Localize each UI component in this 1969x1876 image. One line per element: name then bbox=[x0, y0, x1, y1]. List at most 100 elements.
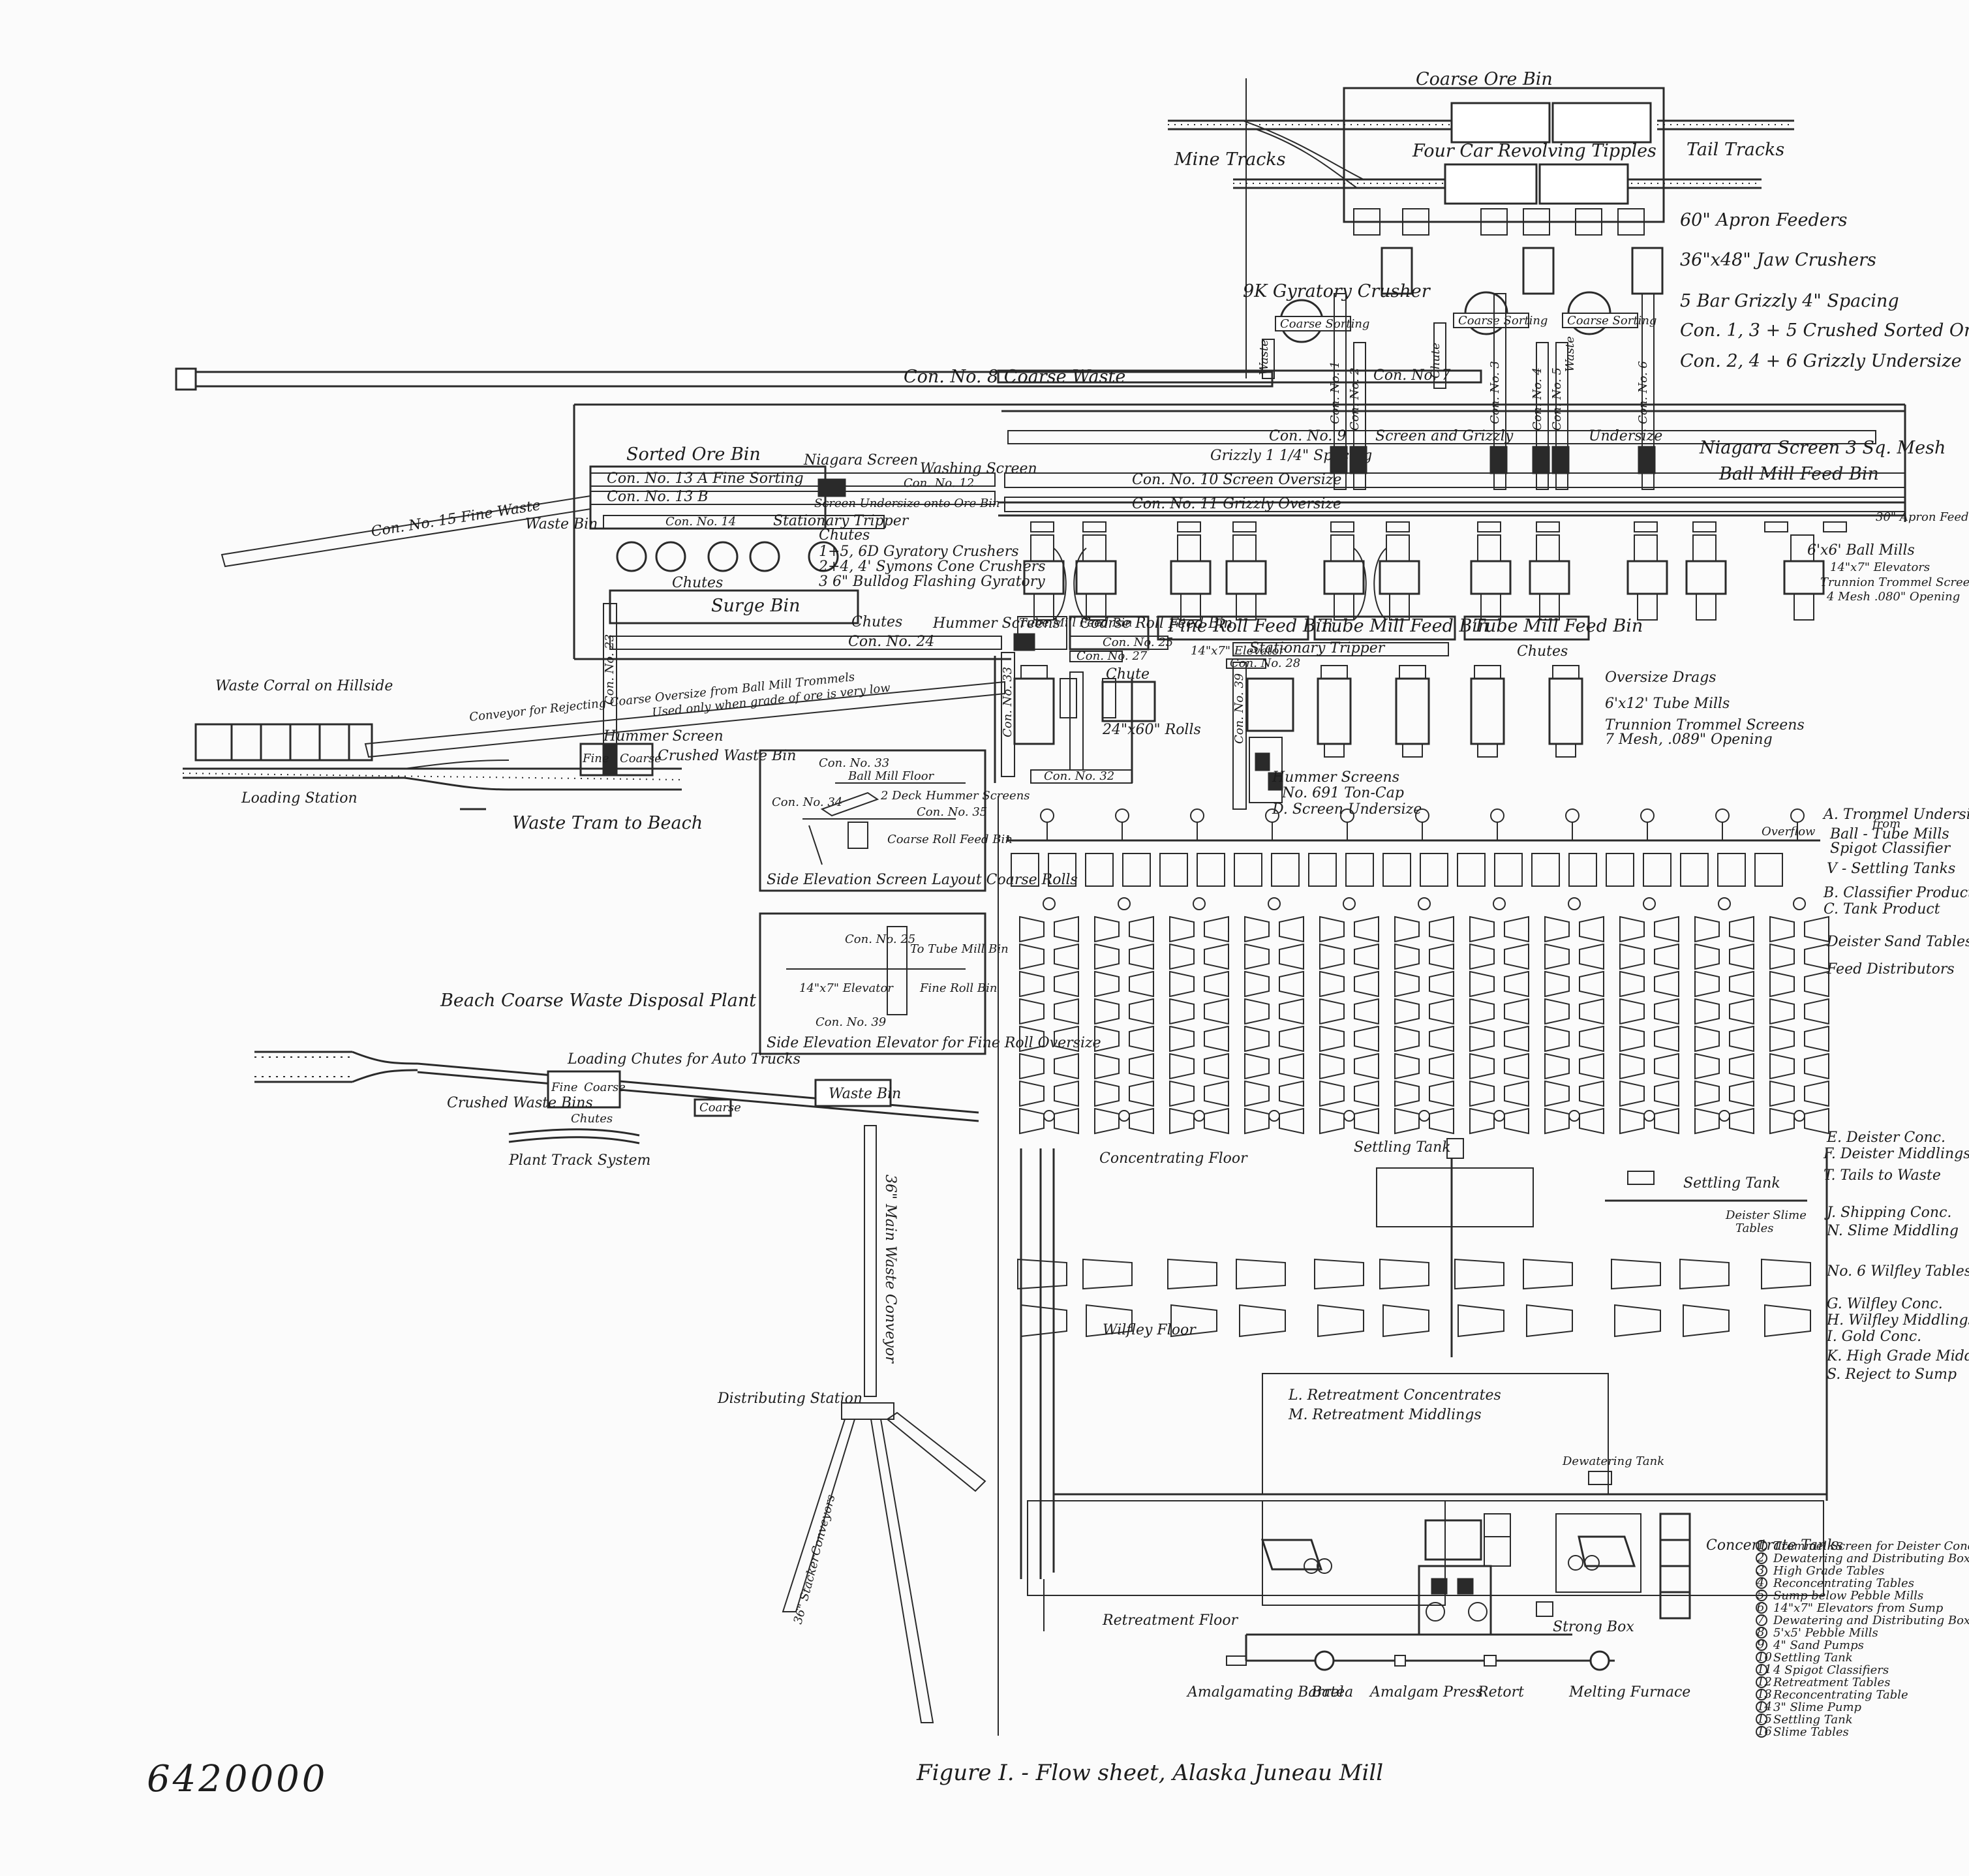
deister-table-left bbox=[1019, 1107, 1045, 1135]
deister-table-right bbox=[1204, 970, 1229, 998]
ball-mills-label: 6'x6' Ball Mills bbox=[1807, 542, 1915, 559]
legend-item: High Grade Tables bbox=[1773, 1564, 1884, 1578]
coarse-roll-feed-bin-label: Coarse Roll Feed Bin bbox=[1080, 615, 1232, 632]
deister-table-left bbox=[1244, 1025, 1270, 1053]
legend-number: 8 bbox=[1757, 1625, 1764, 1639]
legend-number: 2 bbox=[1756, 1551, 1764, 1565]
deister-table-left bbox=[1469, 1025, 1495, 1053]
deister-table-right bbox=[1204, 998, 1229, 1025]
waste-corral-label: Waste Corral on Hillside bbox=[215, 678, 393, 694]
deister-table-left bbox=[1319, 1080, 1345, 1107]
legend-number: 5 bbox=[1757, 1588, 1764, 1602]
crushed-waste-bin bbox=[579, 743, 654, 777]
settling-tank bbox=[1159, 853, 1188, 887]
distributor-marker bbox=[1493, 1110, 1505, 1122]
deister-table-left bbox=[1694, 1080, 1720, 1107]
legend-marker bbox=[1756, 1577, 1767, 1589]
deister-table-right bbox=[1429, 943, 1454, 970]
deister-table-left bbox=[1619, 1080, 1645, 1107]
conveyors-label: Conveyors bbox=[809, 1493, 838, 1557]
rejecting-conveyor bbox=[364, 681, 1005, 758]
archive-stamp: 6420000 bbox=[147, 1758, 328, 1800]
main-conveyor-label: 36" Main Waste Conveyor bbox=[882, 1175, 898, 1364]
settling-tank bbox=[1085, 853, 1114, 887]
ball-mill-pair bbox=[1323, 521, 1420, 621]
deister-table-right bbox=[1504, 1053, 1529, 1080]
legend-marker bbox=[1756, 1614, 1767, 1626]
deister-table-right bbox=[1354, 1080, 1379, 1107]
legend-marker bbox=[1756, 1714, 1767, 1725]
deister-table-left bbox=[1394, 1080, 1420, 1107]
con24-label: Con. No. 24 bbox=[848, 634, 934, 650]
chutes2-label: Chutes bbox=[672, 575, 723, 591]
distributor-marker bbox=[1640, 808, 1655, 823]
con11-label: Con. No. 11 Grizzly Oversize bbox=[1132, 496, 1341, 512]
con7-label: Con. No. 7 bbox=[1373, 367, 1450, 384]
con-15-fine-waste bbox=[221, 495, 591, 568]
legend-marker bbox=[1756, 1701, 1767, 1713]
crushed-waste-bins bbox=[547, 1070, 621, 1109]
deister-table-right bbox=[1504, 1107, 1529, 1135]
tube-mills-label: 6'x12' Tube Mills bbox=[1605, 696, 1730, 712]
batea bbox=[1314, 1650, 1335, 1671]
deister-table-right bbox=[1129, 1053, 1154, 1080]
stationary-tripper-label: Stationary Tripper bbox=[773, 513, 909, 529]
legend-item: Sump below Pebble Mills bbox=[1773, 1589, 1923, 1603]
deister-table-right bbox=[1354, 1053, 1379, 1080]
wilfley-table bbox=[1523, 1258, 1573, 1290]
deister-table-left bbox=[1619, 1025, 1645, 1053]
distributor-marker bbox=[1568, 1110, 1580, 1122]
legend-number: 3 bbox=[1757, 1563, 1764, 1577]
deister-table-right bbox=[1429, 915, 1454, 943]
deister-table-left bbox=[1244, 943, 1270, 970]
deck-hummer-label: 2 Deck Hummer Screens bbox=[880, 789, 1030, 803]
wilfley-table bbox=[1020, 1304, 1067, 1338]
legend-number: 4 bbox=[1756, 1576, 1764, 1590]
distributor-marker bbox=[1565, 808, 1580, 823]
coarse-sorting-3: Coarse Sorting bbox=[1567, 314, 1656, 328]
beach-waste-bin bbox=[814, 1079, 892, 1107]
coarse-ore-bin-label: Coarse Ore Bin bbox=[1416, 69, 1553, 89]
con23-label: Con. No. 23 bbox=[603, 634, 617, 705]
long-conveyors: Con. No. 8 Coarse Waste Con. No. 7 Con. … bbox=[175, 367, 1946, 659]
beach-title: Beach Coarse Waste Disposal Plant bbox=[440, 991, 756, 1011]
jaw-crusher-2 bbox=[1522, 247, 1555, 295]
deister-slime-label: Deister Slime bbox=[1725, 1208, 1807, 1222]
oversize-drags-label: Oversize Drags bbox=[1605, 669, 1717, 686]
amalgam-press-label: Amalgam Press bbox=[1369, 1684, 1483, 1700]
settling-tank-label: Settling Tank bbox=[1354, 1139, 1451, 1156]
deister-table-left bbox=[1094, 915, 1120, 943]
wilfley-floor: Settling Tank Settling Tank Deister Slim… bbox=[1017, 1138, 1828, 1579]
settling-tank bbox=[1382, 853, 1411, 887]
coarse-ore-bin-section: Coarse Ore Bin Mine Tracks Four Car Revo… bbox=[1168, 69, 1969, 490]
ball-mill-pair bbox=[1023, 521, 1117, 621]
inset-screen-layout: Con. No. 33 Ball Mill Floor 2 Deck Humme… bbox=[759, 749, 1078, 892]
legend-number: 15 bbox=[1757, 1712, 1772, 1726]
deister-table-right bbox=[1804, 943, 1829, 970]
classifier-marker bbox=[1718, 897, 1731, 910]
distributor-marker bbox=[1718, 1110, 1730, 1122]
concentrate-tank-3 bbox=[1659, 1565, 1691, 1593]
deister-table-left bbox=[1019, 1080, 1045, 1107]
deister-sand-label: Deister Sand Tables bbox=[1826, 934, 1969, 950]
chute-mills-label: Chute bbox=[1106, 666, 1150, 683]
fine-label: Fine bbox=[582, 752, 609, 765]
deister-table-left bbox=[1169, 1025, 1195, 1053]
deister-table-right bbox=[1354, 915, 1379, 943]
deister-table-right bbox=[1279, 943, 1304, 970]
deister-table-right bbox=[1654, 1080, 1679, 1107]
hummer-screen-label: Hummer Screen bbox=[603, 728, 724, 745]
wilfley-table bbox=[1526, 1304, 1573, 1338]
loading-chutes-label: Loading Chutes for Auto Trucks bbox=[567, 1051, 801, 1068]
deister-table-left bbox=[1769, 1053, 1795, 1080]
rolls-unit bbox=[1101, 681, 1156, 722]
t-tails-label: T. Tails to Waste bbox=[1824, 1167, 1941, 1184]
deister-table-right bbox=[1054, 1080, 1079, 1107]
con13a-label: Con. No. 13 A Fine Sorting bbox=[607, 470, 804, 487]
retreat-table-right bbox=[1578, 1535, 1636, 1567]
legend-item: Dewatering and Distributing Box bbox=[1773, 1552, 1969, 1565]
deister-table-left bbox=[1544, 943, 1570, 970]
deister-table-left bbox=[1769, 1080, 1795, 1107]
deister-table-right bbox=[1129, 998, 1154, 1025]
deister-table-left bbox=[1694, 1025, 1720, 1053]
